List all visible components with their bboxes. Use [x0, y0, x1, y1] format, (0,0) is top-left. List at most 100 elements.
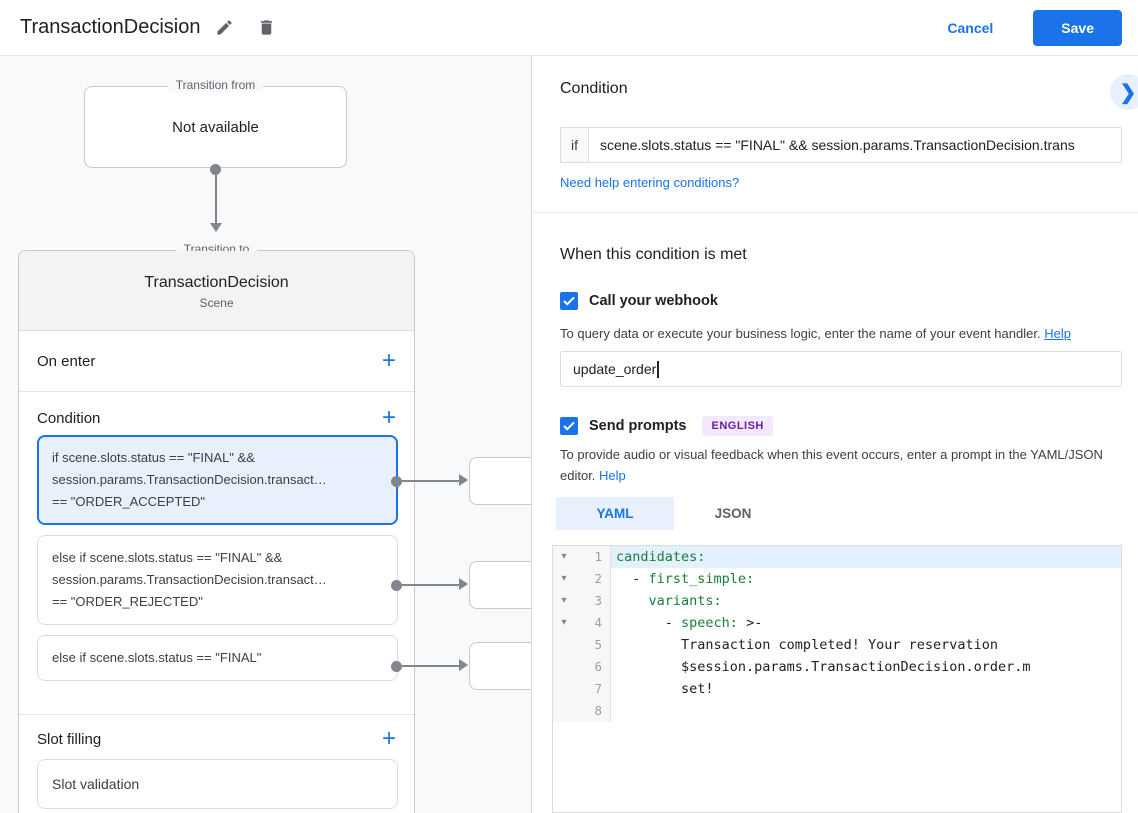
webhook-check-row: Call your webhook	[560, 292, 718, 310]
fold-toggle-icon[interactable]: ▾	[561, 595, 567, 606]
editor-gutter: ▾ 1	[553, 546, 611, 568]
transition-from-legend: Transition from	[167, 78, 264, 92]
slot-filling-label: Slot filling	[37, 730, 102, 748]
yaml-editor[interactable]: ▾ 1 candidates: ▾ 2 - first_simple: ▾ 3 …	[552, 545, 1122, 813]
condition-help-link[interactable]: Need help entering conditions?	[560, 175, 740, 190]
editor-gutter: ▾ 4	[553, 612, 611, 634]
webhook-help-link[interactable]: Help	[1044, 326, 1071, 341]
editor-line: ▾ 4 - speech: >-	[553, 612, 1121, 634]
fold-toggle-icon[interactable]: ▾	[561, 617, 567, 628]
condition-item-line: == "ORDER_REJECTED"	[52, 594, 203, 609]
editor-code[interactable]: $session.params.TransactionDecision.orde…	[611, 656, 1121, 678]
condition-expression-row: if scene.slots.status == "FINAL" && sess…	[560, 127, 1122, 163]
webhook-input[interactable]: update_order	[560, 351, 1122, 387]
code-token: speech:	[681, 615, 738, 631]
text-caret	[657, 360, 659, 378]
code-token: candidates:	[616, 549, 706, 565]
on-enter-label: On enter	[37, 352, 96, 370]
divider	[19, 714, 414, 715]
editor-gutter: 8	[553, 700, 611, 722]
condition-editor-panel: Condition ❯ if scene.slots.status == "FI…	[531, 56, 1138, 813]
condition-section: Condition +	[19, 401, 414, 435]
transition-target-box[interactable]	[469, 561, 531, 609]
editor-gutter: 7	[553, 678, 611, 700]
transition-target-box[interactable]	[469, 457, 531, 505]
editor-line: 5 Transaction completed! Your reservatio…	[553, 634, 1121, 656]
code-token: variants:	[648, 593, 722, 609]
webhook-checkbox[interactable]	[560, 292, 578, 310]
line-number: 4	[594, 615, 602, 630]
prompts-label: Send prompts	[589, 418, 687, 434]
prompts-help-link[interactable]: Help	[599, 468, 626, 483]
condition-item-line: == "ORDER_ACCEPTED"	[52, 494, 205, 509]
add-slot-icon[interactable]: +	[381, 725, 396, 752]
topbar: TransactionDecision Cancel Save	[0, 0, 1138, 56]
add-condition-icon[interactable]: +	[381, 404, 396, 431]
language-badge: ENGLISH	[702, 416, 773, 436]
arrow-right-icon	[459, 474, 468, 486]
cancel-button[interactable]: Cancel	[931, 12, 1009, 44]
trash-icon	[260, 20, 272, 35]
condition-expression-input[interactable]: scene.slots.status == "FINAL" && session…	[600, 137, 1075, 153]
webhook-description: To query data or execute your business l…	[560, 323, 1071, 344]
editor-tabs: YAML JSON	[556, 497, 792, 530]
line-number: 8	[594, 703, 602, 718]
code-token: -	[616, 571, 649, 587]
editor-code[interactable]: Transaction completed! Your reservation	[611, 634, 1121, 656]
pencil-icon	[217, 20, 232, 35]
connector-dot	[391, 660, 402, 672]
collapse-panel-button[interactable]: ❯	[1110, 74, 1138, 110]
editor-gutter: ▾ 3	[553, 590, 611, 612]
fold-toggle-icon[interactable]: ▾	[561, 573, 567, 584]
webhook-input-value: update_order	[573, 361, 657, 377]
condition-item-line: else if scene.slots.status == "FINAL"	[52, 650, 262, 665]
condition-item[interactable]: else if scene.slots.status == "FINAL" &&…	[37, 535, 398, 625]
transition-from-card: Transition from Not available	[84, 78, 347, 168]
scene-card-subtitle: Scene	[199, 296, 234, 310]
if-prefix-label: if	[561, 128, 589, 162]
arrow-right-icon	[459, 578, 468, 590]
editor-gutter: 6	[553, 656, 611, 678]
prompts-checkbox[interactable]	[560, 417, 578, 435]
editor-code[interactable]: set!	[611, 678, 1121, 700]
slot-validation-label: Slot validation	[52, 776, 140, 792]
on-enter-section: On enter +	[19, 331, 414, 391]
condition-item-line: else if scene.slots.status == "FINAL" &&	[52, 550, 283, 565]
code-token: set!	[616, 681, 714, 697]
fold-toggle-icon[interactable]: ▾	[561, 551, 567, 562]
delete-button[interactable]	[248, 10, 284, 46]
edit-button[interactable]	[206, 10, 242, 46]
prompts-check-row: Send prompts ENGLISH	[560, 416, 773, 436]
editor-code[interactable]: - first_simple:	[611, 568, 1121, 590]
condition-item-line: session.params.TransactionDecision.trans…	[52, 472, 327, 487]
line-number: 1	[594, 549, 602, 564]
when-condition-met-title: When this condition is met	[560, 246, 747, 263]
connector-dot	[391, 475, 402, 487]
scene-card-header[interactable]: TransactionDecision Scene	[19, 251, 414, 331]
condition-label: Condition	[37, 409, 101, 427]
slot-filling-section: Slot filling +	[19, 721, 414, 757]
editor-gutter: ▾ 2	[553, 568, 611, 590]
webhook-label: Call your webhook	[589, 293, 718, 309]
tab-yaml[interactable]: YAML	[556, 497, 674, 530]
tab-json[interactable]: JSON	[714, 506, 752, 521]
editor-code[interactable]	[611, 700, 1121, 722]
webhook-description-text: To query data or execute your business l…	[560, 326, 1041, 341]
connector-line	[402, 480, 459, 482]
transition-target-box[interactable]	[469, 642, 531, 690]
editor-line: 8	[553, 700, 1121, 722]
editor-code[interactable]: variants:	[611, 590, 1121, 612]
condition-item[interactable]: else if scene.slots.status == "FINAL"	[37, 635, 398, 681]
slot-validation-item[interactable]: Slot validation	[37, 759, 398, 809]
arrow-right-icon	[459, 659, 468, 671]
condition-items: if scene.slots.status == "FINAL" &&sessi…	[37, 435, 398, 691]
editor-code[interactable]: candidates:	[611, 546, 1121, 568]
condition-item[interactable]: if scene.slots.status == "FINAL" &&sessi…	[37, 435, 398, 525]
save-button[interactable]: Save	[1033, 9, 1122, 46]
line-number: 6	[594, 659, 602, 674]
editor-code[interactable]: - speech: >-	[611, 612, 1121, 634]
code-token: -	[616, 615, 682, 631]
scene-card-title: TransactionDecision	[144, 274, 289, 291]
add-on-enter-icon[interactable]: +	[381, 347, 396, 374]
editor-line: ▾ 1 candidates:	[553, 546, 1121, 568]
